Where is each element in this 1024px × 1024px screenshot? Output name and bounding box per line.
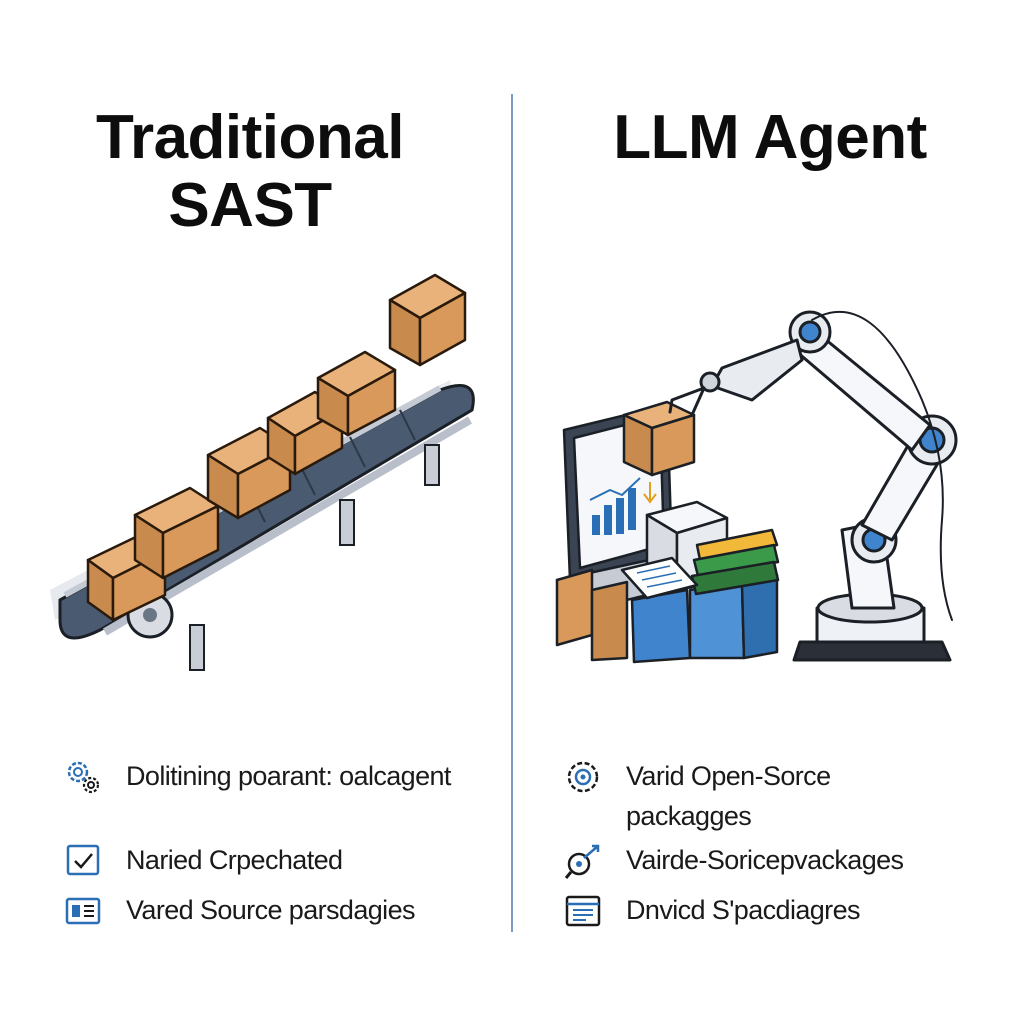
gear-circle-icon xyxy=(567,761,599,793)
agent-feature-2: Vairde-Soricepvackages xyxy=(562,840,956,882)
llm-agent-title: LLM Agent xyxy=(613,103,927,172)
sast-feature-3: Vared Source parsdagies xyxy=(62,890,456,932)
traditional-sast-panel: Traditional SAST xyxy=(50,104,475,932)
box-6 xyxy=(388,273,467,367)
agent-feature-3-label: Dnvicd S'pacdiagres xyxy=(626,895,860,925)
check-document-icon xyxy=(66,844,100,876)
sast-feature-2-label: Naried Crpechated xyxy=(126,845,343,875)
sast-feature-3-label: Vared Source parsdagies xyxy=(126,895,415,925)
agent-feature-2-label: Vairde-Soricepvackages xyxy=(626,845,904,875)
magnifier-arrow-icon xyxy=(564,844,600,879)
conveyor-belt-illustration xyxy=(50,273,475,671)
agent-feature-3: Dnvicd S'pacdiagres xyxy=(562,890,956,932)
sast-feature-1: Dolitining poarant: oalcagent xyxy=(62,756,456,798)
title-line-2: SAST xyxy=(168,171,332,240)
title-line-1: Traditional xyxy=(96,103,404,172)
robotic-arm-illustration xyxy=(555,310,958,664)
agent-feature-1: Varid Open-Sorce packagges xyxy=(562,756,956,836)
sast-feature-2: Naried Crpechated xyxy=(62,840,456,882)
traditional-sast-title: Traditional SAST xyxy=(60,104,440,240)
agent-feature-1-label: Varid Open-Sorce packagges xyxy=(626,761,831,831)
llm-agent-panel: LLM Agent xyxy=(512,0,1024,1024)
sast-feature-1-label: Dolitining poarant: oalcagent xyxy=(126,761,451,791)
gears-icon xyxy=(67,761,100,794)
box-5 xyxy=(316,350,397,437)
document-lines-icon xyxy=(565,895,601,927)
list-card-icon xyxy=(65,897,101,925)
center-divider xyxy=(511,94,513,932)
box-2 xyxy=(133,486,220,580)
